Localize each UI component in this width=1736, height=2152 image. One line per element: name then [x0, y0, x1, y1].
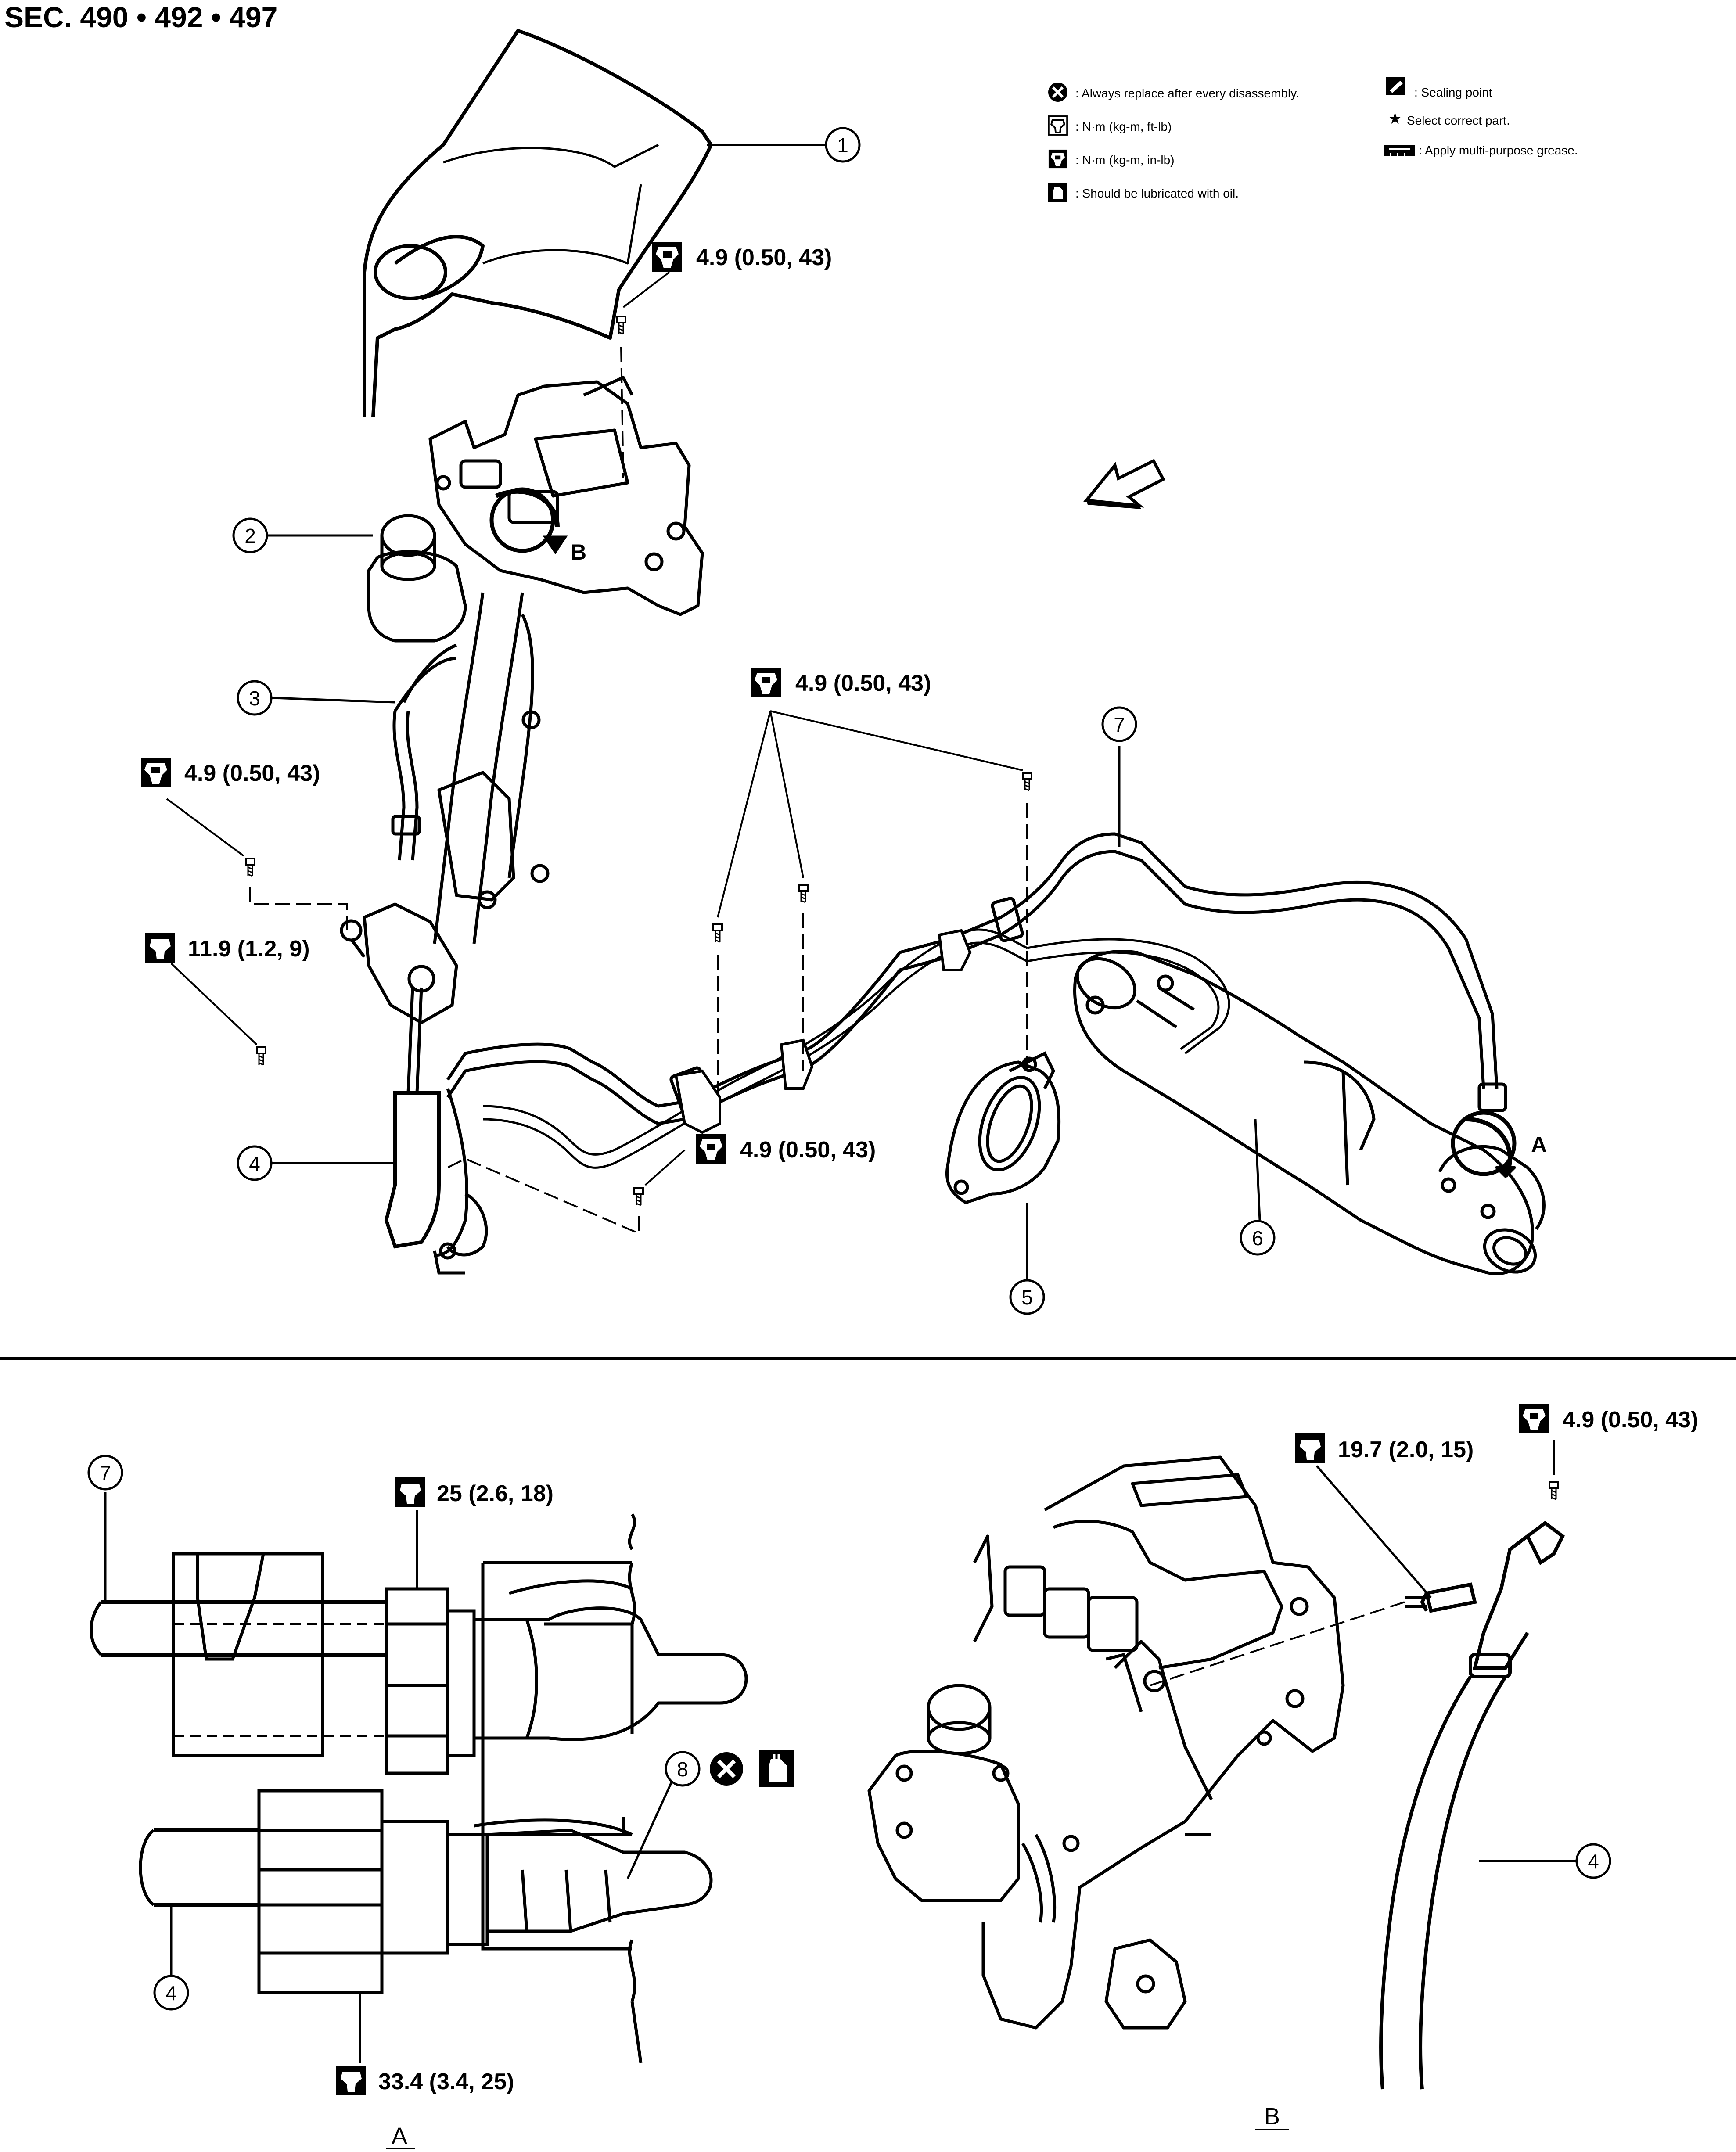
- torque-inlb-icon: [1048, 149, 1067, 169]
- torque-b-flare-value: 19.7 (2.0, 15): [1338, 1437, 1474, 1462]
- torque-left-lower: 11.9 (1.2, 9): [145, 933, 310, 963]
- torque-mid: 4.9 (0.50, 43): [751, 668, 931, 697]
- legend-sealing: : Sealing point: [1414, 86, 1492, 99]
- torque-cover-value: 4.9 (0.50, 43): [696, 245, 832, 270]
- bolts-upper: [245, 316, 1032, 1206]
- callout-6: 6: [1240, 1220, 1276, 1256]
- torque-left-upper: 4.9 (0.50, 43): [141, 758, 320, 787]
- callout-5: 5: [1009, 1279, 1045, 1315]
- callout-leaders: [268, 144, 1261, 1282]
- callout-7: 7: [1101, 706, 1137, 742]
- star-icon: ★: [1388, 109, 1402, 127]
- mount-insulator: [945, 1051, 1061, 1204]
- steering-gear: [1073, 950, 1546, 1275]
- callout-2: 2: [232, 517, 268, 553]
- torque-mid-value: 4.9 (0.50, 43): [795, 671, 931, 696]
- section-title: SEC. 490 • 492 • 497: [4, 1, 277, 33]
- svg-text:6: 6: [1252, 1227, 1263, 1250]
- torque-cover: 4.9 (0.50, 43): [652, 242, 832, 272]
- torque-lower-center: 4.9 (0.50, 43): [696, 1134, 876, 1164]
- svg-text:3: 3: [249, 687, 260, 710]
- svg-text:4: 4: [165, 1982, 177, 2005]
- svg-text:7: 7: [100, 1462, 111, 1484]
- pump-bracket-assembly: [340, 376, 704, 1024]
- grease-icon: [1384, 145, 1415, 156]
- suction-hose: [391, 643, 457, 861]
- callout-3: 3: [237, 680, 273, 716]
- svg-text:7: 7: [1114, 713, 1125, 736]
- pressure-hose-detail-b: [1379, 1482, 1565, 2090]
- view-b-indicator: [489, 487, 568, 555]
- detail-b-leaders: [1150, 1440, 1576, 1862]
- torque-b-bolt-value: 4.9 (0.50, 43): [1563, 1407, 1698, 1433]
- legend-grease: : Apply multi-purpose grease.: [1419, 144, 1578, 157]
- callout-a-7: 7: [87, 1455, 123, 1491]
- callout-a-4: 4: [153, 1975, 189, 2011]
- pressure-tube: [446, 832, 1507, 1125]
- tube-clamps: [674, 929, 972, 1134]
- legend: : Always replace after every disassembly…: [1048, 77, 1578, 202]
- torque-b-bolt: 4.9 (0.50, 43): [1519, 1404, 1698, 1433]
- legend-select: Select correct part.: [1407, 114, 1510, 127]
- torque-left-lower-value: 11.9 (1.2, 9): [188, 936, 310, 962]
- detail-b-label: B: [1264, 2103, 1280, 2130]
- oil-can-icon: [759, 1750, 794, 1787]
- legend-replace: : Always replace after every disassembly…: [1075, 86, 1299, 100]
- dashed-leaders-upper: [249, 346, 1028, 1235]
- legend-lubricate: : Should be lubricated with oil.: [1075, 187, 1239, 200]
- view-a-label: A: [1531, 1132, 1547, 1157]
- legend-nm-inlb: : N·m (kg-m, in-lb): [1075, 153, 1175, 167]
- front-arrow-icon: [1083, 459, 1165, 509]
- torque-ftlb-icon: [1048, 115, 1068, 136]
- svg-text:1: 1: [837, 134, 848, 157]
- svg-text:2: 2: [244, 525, 256, 547]
- callout-1: 1: [825, 127, 861, 163]
- replace-icon: [1048, 83, 1067, 102]
- detail-a-leaders: [104, 1492, 673, 2063]
- callout-4: 4: [237, 1145, 273, 1181]
- torque-a-bottom-value: 33.4 (3.4, 25): [378, 2069, 514, 2095]
- svg-text:8: 8: [677, 1758, 688, 1781]
- svg-text:5: 5: [1021, 1286, 1033, 1309]
- legend-nm-ftlb: : N·m (kg-m, ft-lb): [1075, 120, 1172, 133]
- torque-a-top: 25 (2.6, 18): [395, 1477, 554, 1507]
- callout-a-8: 8: [665, 1751, 701, 1787]
- torque-a-top-value: 25 (2.6, 18): [437, 1481, 554, 1506]
- torque-b-flare: 19.7 (2.0, 15): [1295, 1433, 1474, 1463]
- sealing-icon: [1386, 77, 1405, 95]
- torque-lower-center-value: 4.9 (0.50, 43): [740, 1137, 876, 1163]
- view-b-label: B: [571, 540, 586, 564]
- oil-can-icon: [1048, 183, 1067, 202]
- detail-a: [90, 1513, 748, 2063]
- detail-b: [867, 1455, 1345, 2030]
- torque-leaders: [166, 271, 1023, 1186]
- svg-text:4: 4: [1588, 1850, 1599, 1873]
- callout-b-4: 4: [1575, 1843, 1611, 1879]
- svg-text:4: 4: [249, 1152, 260, 1175]
- reservoir-cover: [363, 29, 713, 417]
- replace-icon: [710, 1752, 743, 1786]
- pressure-hose-lower: [384, 987, 488, 1275]
- torque-a-bottom: 33.4 (3.4, 25): [336, 2066, 514, 2095]
- detail-a-label: A: [392, 2123, 407, 2149]
- torque-left-upper-value: 4.9 (0.50, 43): [184, 761, 320, 786]
